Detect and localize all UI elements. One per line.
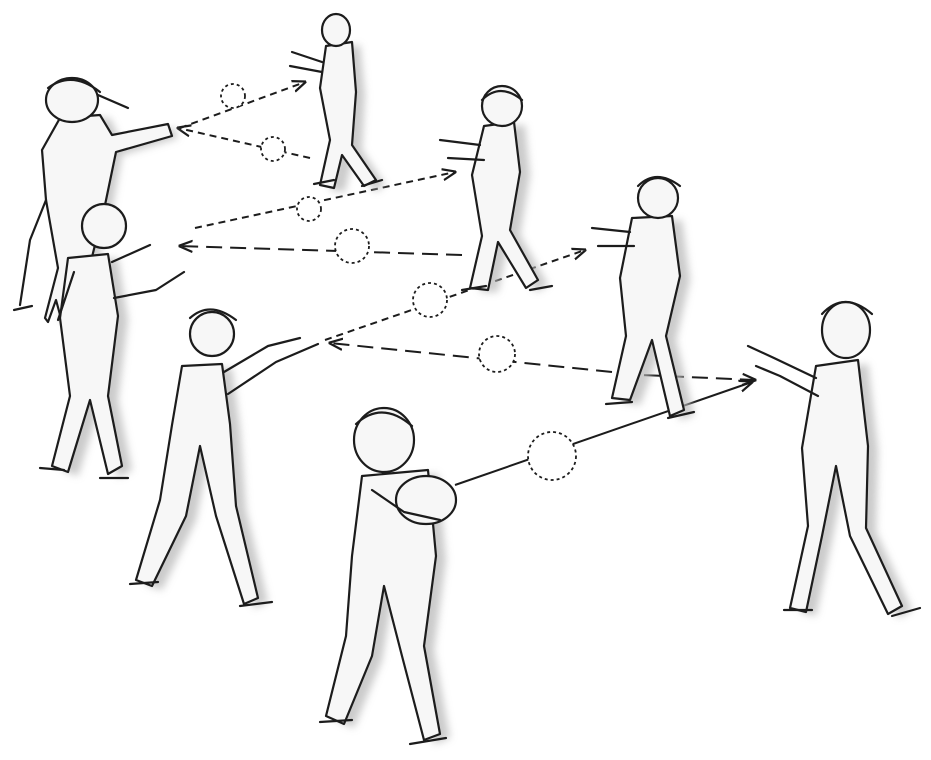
player-figure: [290, 14, 385, 192]
player-figure: [592, 177, 694, 420]
ball: [221, 84, 245, 108]
pass-line: [455, 382, 752, 485]
ball: [479, 336, 515, 372]
ball: [297, 197, 321, 221]
pass-line: [325, 250, 585, 340]
ball: [413, 283, 447, 317]
player-figure: [440, 86, 552, 292]
player-figure: [130, 309, 318, 608]
ball: [528, 432, 576, 480]
pass-line: [180, 246, 462, 255]
ball: [335, 229, 369, 263]
pass-line: [178, 128, 310, 158]
player-figure: [320, 408, 456, 744]
pass-line: [330, 343, 612, 372]
figures: [14, 14, 920, 744]
player-figure: [748, 302, 920, 618]
ball: [261, 137, 285, 161]
